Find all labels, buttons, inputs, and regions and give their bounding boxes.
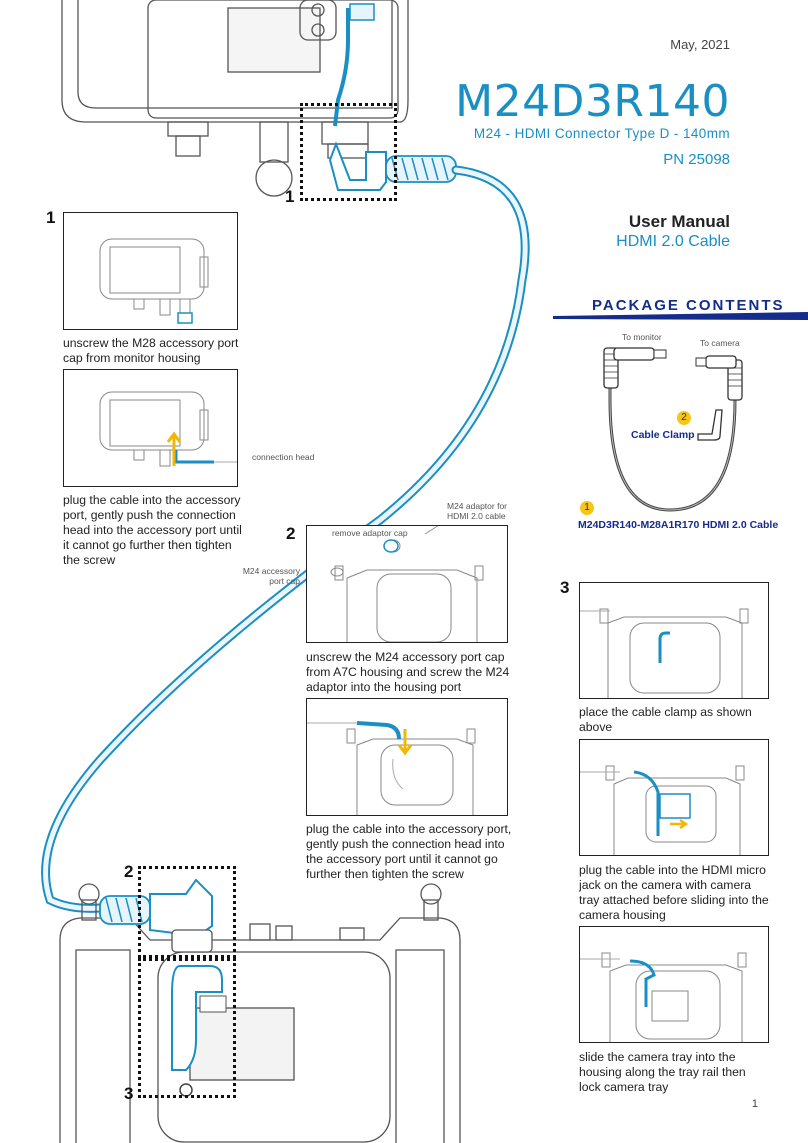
step-3-image-b xyxy=(579,739,769,856)
model-number: M24D3R140 xyxy=(455,76,730,127)
step-1-number: 1 xyxy=(46,208,56,227)
monitor-port-cap-illustration xyxy=(99,238,209,324)
package-cable-illustration xyxy=(603,347,743,512)
cable-number-badge: 1 xyxy=(580,501,594,515)
camera-housing-illustration xyxy=(59,883,461,1143)
step-2-number: 2 xyxy=(286,524,296,543)
highlight-box-bottom-2 xyxy=(138,866,236,958)
package-contents-title: PACKAGE CONTENTS xyxy=(592,297,785,314)
manual-subtitle: HDMI 2.0 Cable xyxy=(616,233,730,250)
step-3-caption-c: slide the camera tray into the housing a… xyxy=(579,1050,746,1094)
step-3-caption-b: plug the cable into the HDMI micro jack … xyxy=(579,863,769,922)
monitor-housing-illustration xyxy=(61,0,409,197)
step-2-caption-a: unscrew the M24 accessory port cap from … xyxy=(306,650,510,694)
step-1-image-b xyxy=(63,369,238,487)
a7c-port-cap-illustration xyxy=(330,526,484,642)
to-camera-label: To camera xyxy=(700,338,740,348)
part-number: PN 25098 xyxy=(663,151,730,168)
bottom-connector-illustration xyxy=(99,878,227,1097)
top-connector-illustration xyxy=(328,3,457,191)
manual-title: User Manual xyxy=(628,212,730,231)
step-2-caption-b: plug the cable into the accessory port, … xyxy=(306,822,512,881)
cable-part-label: M24D3R140-M28A1R170 HDMI 2.0 Cable xyxy=(578,519,779,531)
step-2-image-b xyxy=(306,698,508,816)
step-1-caption-b: plug the cable into the accessory port, … xyxy=(63,493,242,567)
highlight-box-bottom-3 xyxy=(138,958,236,1098)
m24-adaptor-label: M24 adaptor for HDMI 2.0 cable xyxy=(447,501,508,521)
cable-clamp-placement-illustration xyxy=(580,608,749,698)
step-1-image-a xyxy=(63,212,238,330)
step-3-number: 3 xyxy=(560,578,570,597)
remove-adaptor-cap-label: remove adaptor cap xyxy=(332,528,408,538)
clamp-number-badge: 2 xyxy=(677,411,691,425)
highlight-box-top xyxy=(300,103,397,201)
monitor-plug-illustration xyxy=(99,391,237,467)
step-3-caption-a: place the cable clamp as shown above xyxy=(579,705,752,734)
tray-slide-illustration xyxy=(580,952,747,1042)
top-callout-number: 1 xyxy=(285,187,295,206)
hdmi-jack-illustration xyxy=(580,765,745,855)
port-cap-label: M24 accessory port cap xyxy=(242,566,300,586)
a7c-plug-illustration xyxy=(307,721,476,815)
bottom-callout-number-2: 2 xyxy=(124,862,134,881)
date: May, 2021 xyxy=(670,37,730,52)
step-2-image-a xyxy=(306,525,508,643)
product-subtitle: M24 - HDMI Connector Type D - 140mm xyxy=(473,126,730,141)
cable-clamp-label: Cable Clamp xyxy=(631,429,695,441)
step-1-caption-a: unscrew the M28 accessory port cap from … xyxy=(63,336,239,365)
bottom-callout-number-3: 3 xyxy=(124,1084,134,1103)
step-3-image-c xyxy=(579,926,769,1043)
page-number: 1 xyxy=(751,1098,758,1110)
package-contents-banner xyxy=(553,312,808,320)
step-3-image-a xyxy=(579,582,769,699)
to-monitor-label: To monitor xyxy=(622,332,662,342)
connection-head-label: connection head xyxy=(252,452,315,462)
